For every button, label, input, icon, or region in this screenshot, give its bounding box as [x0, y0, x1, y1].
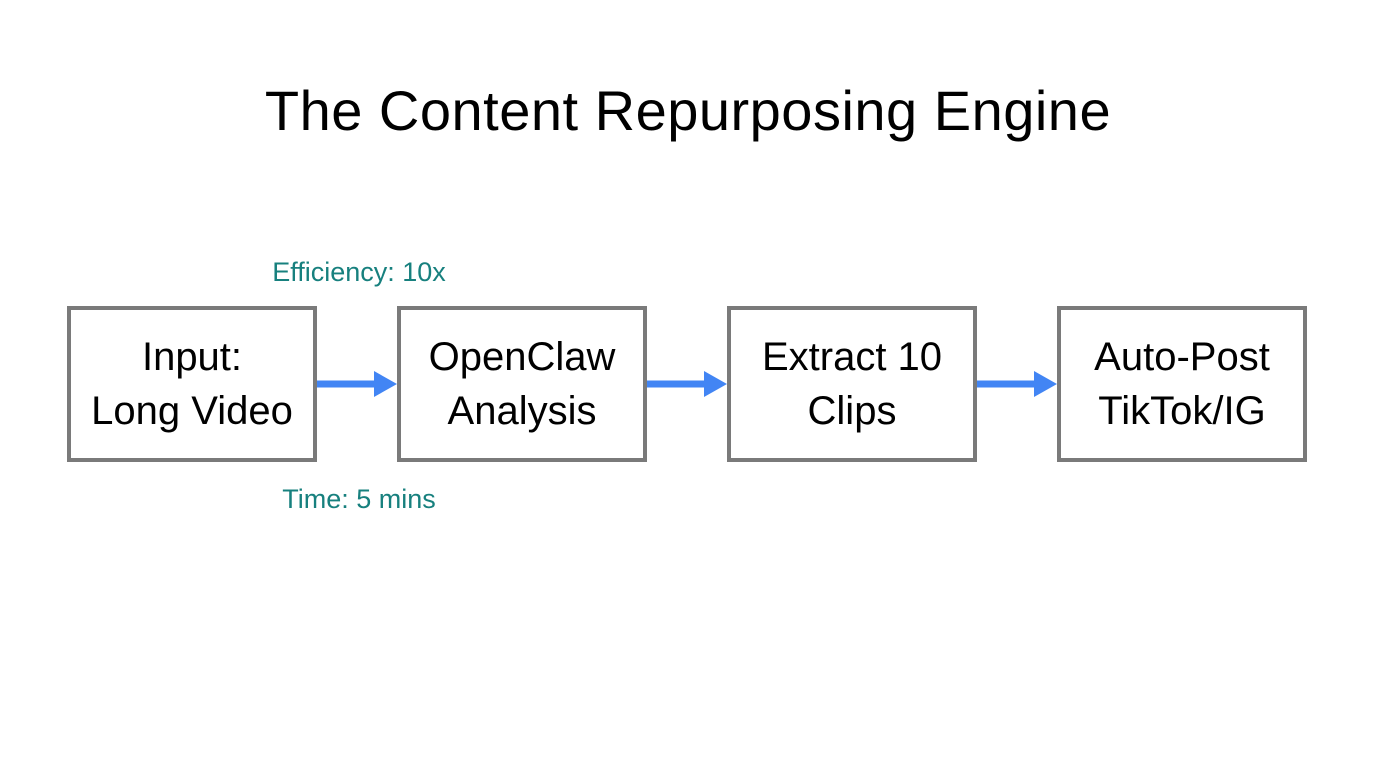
- arrow-right-icon: [977, 371, 1057, 397]
- flow-box-post: Auto-Post TikTok/IG: [1057, 306, 1307, 462]
- arrow-right-icon: [317, 371, 397, 397]
- flow-box-extract-label: Extract 10 Clips: [761, 335, 943, 433]
- flow-box-extract: Extract 10 Clips: [727, 306, 977, 462]
- flow-connector-1: [317, 306, 397, 462]
- page-title: The Content Repurposing Engine: [264, 79, 1112, 142]
- flowchart: Input: Long Video OpenClaw Analysis Extr…: [67, 306, 1307, 462]
- flow-box-input: Input: Long Video: [67, 306, 317, 462]
- efficiency-annotation: Efficiency: 10x: [272, 257, 446, 287]
- arrow-right-icon: [647, 371, 727, 397]
- flow-box-post-label: Auto-Post TikTok/IG: [1094, 335, 1270, 433]
- flow-box-analysis: OpenClaw Analysis: [397, 306, 647, 462]
- flow-box-analysis-label: OpenClaw Analysis: [428, 335, 616, 433]
- flow-connector-3: [977, 306, 1057, 462]
- flow-connector-2: [647, 306, 727, 462]
- time-annotation: Time: 5 mins: [282, 484, 436, 514]
- flow-box-input-label: Input: Long Video: [91, 335, 293, 433]
